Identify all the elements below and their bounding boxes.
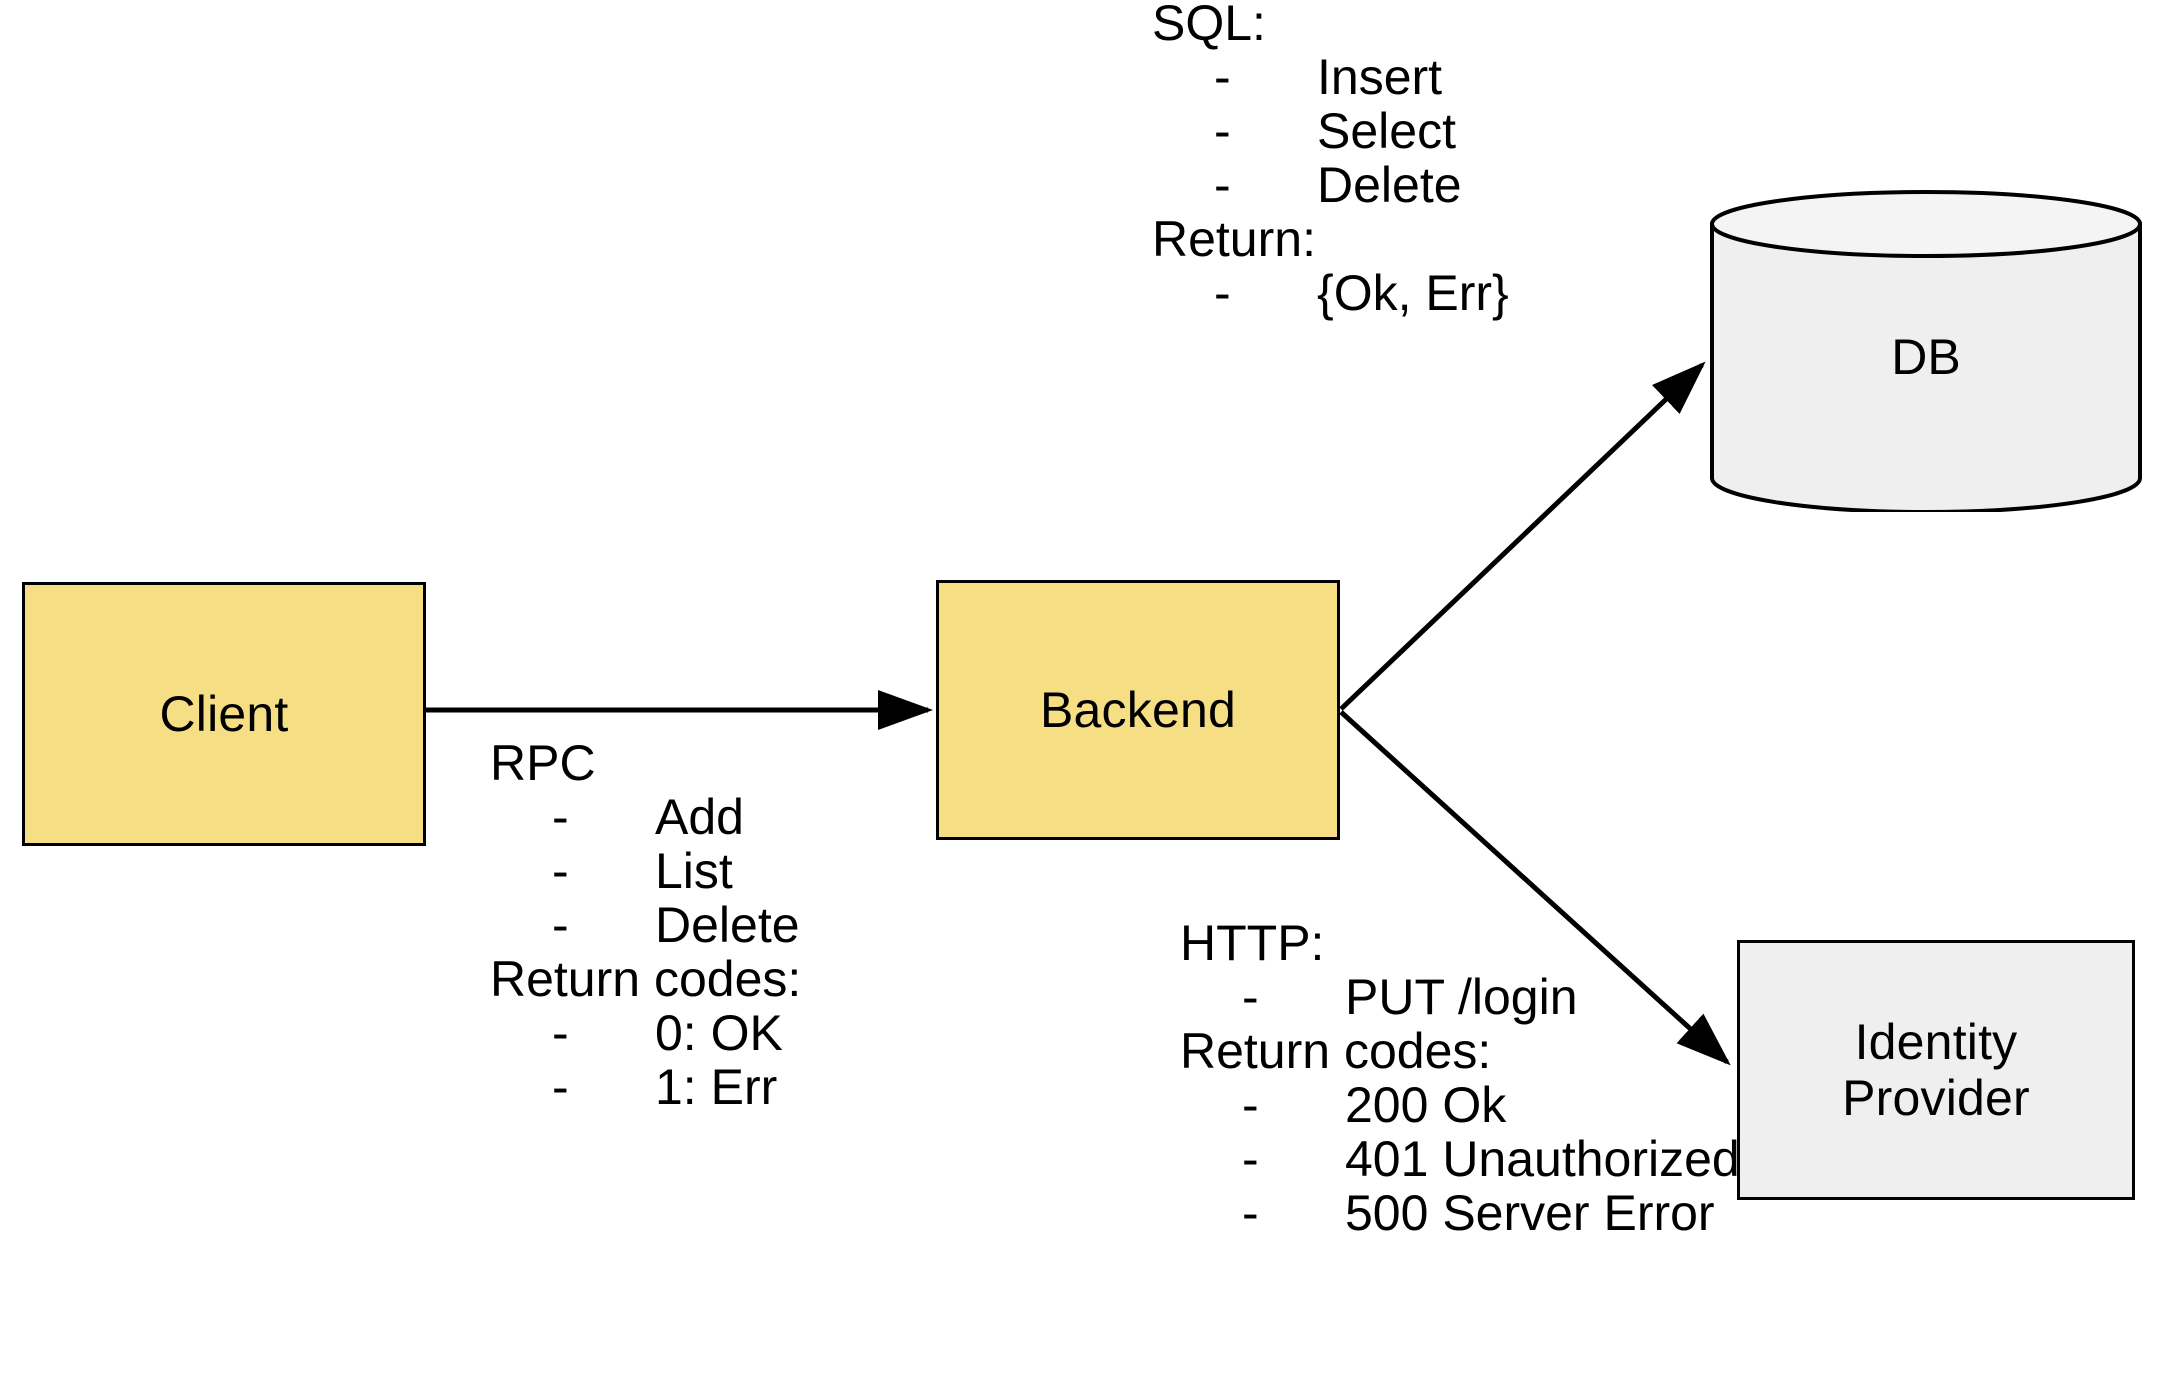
rpc-return-item: - 0: OK <box>490 1006 801 1060</box>
rpc-return-item: - 1: Err <box>490 1060 801 1114</box>
bullet-dash: - <box>1214 103 1231 159</box>
rpc-method-label: Add <box>655 789 744 845</box>
sql-return-heading: Return: <box>1152 211 1316 267</box>
sql-return-label: {Ok, Err} <box>1317 265 1509 321</box>
bullet-dash: - <box>1242 1185 1259 1241</box>
rpc-method-label: List <box>655 843 733 899</box>
edge-backend-to-db <box>1339 361 1706 711</box>
bullet-dash: - <box>552 843 569 899</box>
http-return-label: 401 Unauthorized <box>1345 1131 1740 1187</box>
http-protocol-heading: HTTP: <box>1180 915 1325 971</box>
sql-method-item: - Select <box>1152 103 1456 159</box>
rpc-method-item: - Add <box>490 790 801 844</box>
node-client-label: Client <box>159 686 289 742</box>
sql-method-label: Insert <box>1317 49 1443 105</box>
sql-protocol-heading: SQL: <box>1152 0 1266 51</box>
sql-method-item: - Insert <box>1152 49 1442 105</box>
idp-label-line2: Provider <box>1842 1070 2030 1126</box>
bullet-dash: - <box>1242 969 1259 1025</box>
rpc-method-item: - Delete <box>490 898 801 952</box>
node-db-label: DB <box>1891 329 1961 385</box>
http-method-label: PUT /login <box>1345 969 1578 1025</box>
rpc-return-label: 0: OK <box>655 1005 783 1061</box>
bullet-dash: - <box>1242 1131 1259 1187</box>
cylinder-top-ellipse <box>1710 190 2142 258</box>
node-db[interactable]: DB <box>1710 190 2142 512</box>
rpc-method-label: Delete <box>655 897 800 953</box>
cylinder-body-shape <box>1710 222 2142 512</box>
sql-method-item: - Delete <box>1152 157 1462 213</box>
annotation-rpc: RPC - Add - List - Delete Return codes: … <box>490 736 801 1114</box>
http-return-heading: Return codes: <box>1180 1023 1492 1079</box>
bullet-dash: - <box>1214 49 1231 105</box>
rpc-return-label: 1: Err <box>655 1059 778 1115</box>
http-return-label: 200 Ok <box>1345 1077 1507 1133</box>
node-identity-provider[interactable]: Identity Provider <box>1737 940 2135 1200</box>
http-return-label: 500 Server Error <box>1345 1185 1715 1241</box>
node-backend-label: Backend <box>1040 682 1236 738</box>
idp-label-line1: Identity <box>1854 1014 2018 1070</box>
rpc-method-item: - List <box>490 844 801 898</box>
node-backend[interactable]: Backend <box>936 580 1340 840</box>
bullet-dash: - <box>552 1005 569 1061</box>
bullet-dash: - <box>1214 157 1231 213</box>
node-identity-provider-label: Identity Provider <box>1842 1014 2030 1126</box>
bullet-dash: - <box>552 789 569 845</box>
annotation-http: HTTP: - PUT /login Return codes: - 200 O… <box>1180 915 1740 1241</box>
http-return-item: - 401 Unauthorized <box>1180 1131 1740 1187</box>
http-method-item: - PUT /login <box>1180 969 1578 1025</box>
sql-method-label: Select <box>1317 103 1456 159</box>
bullet-dash: - <box>1214 265 1231 321</box>
annotation-sql: SQL: - Insert - Select - Delete Return: … <box>1152 0 1509 321</box>
http-return-item: - 500 Server Error <box>1180 1185 1715 1241</box>
rpc-protocol-heading: RPC <box>490 735 596 791</box>
rpc-return-heading: Return codes: <box>490 951 802 1007</box>
sql-return-item: - {Ok, Err} <box>1152 265 1509 321</box>
bullet-dash: - <box>1242 1077 1259 1133</box>
bullet-dash: - <box>552 1059 569 1115</box>
bullet-dash: - <box>552 897 569 953</box>
node-client[interactable]: Client <box>22 582 426 846</box>
sql-method-label: Delete <box>1317 157 1462 213</box>
http-return-item: - 200 Ok <box>1180 1077 1506 1133</box>
